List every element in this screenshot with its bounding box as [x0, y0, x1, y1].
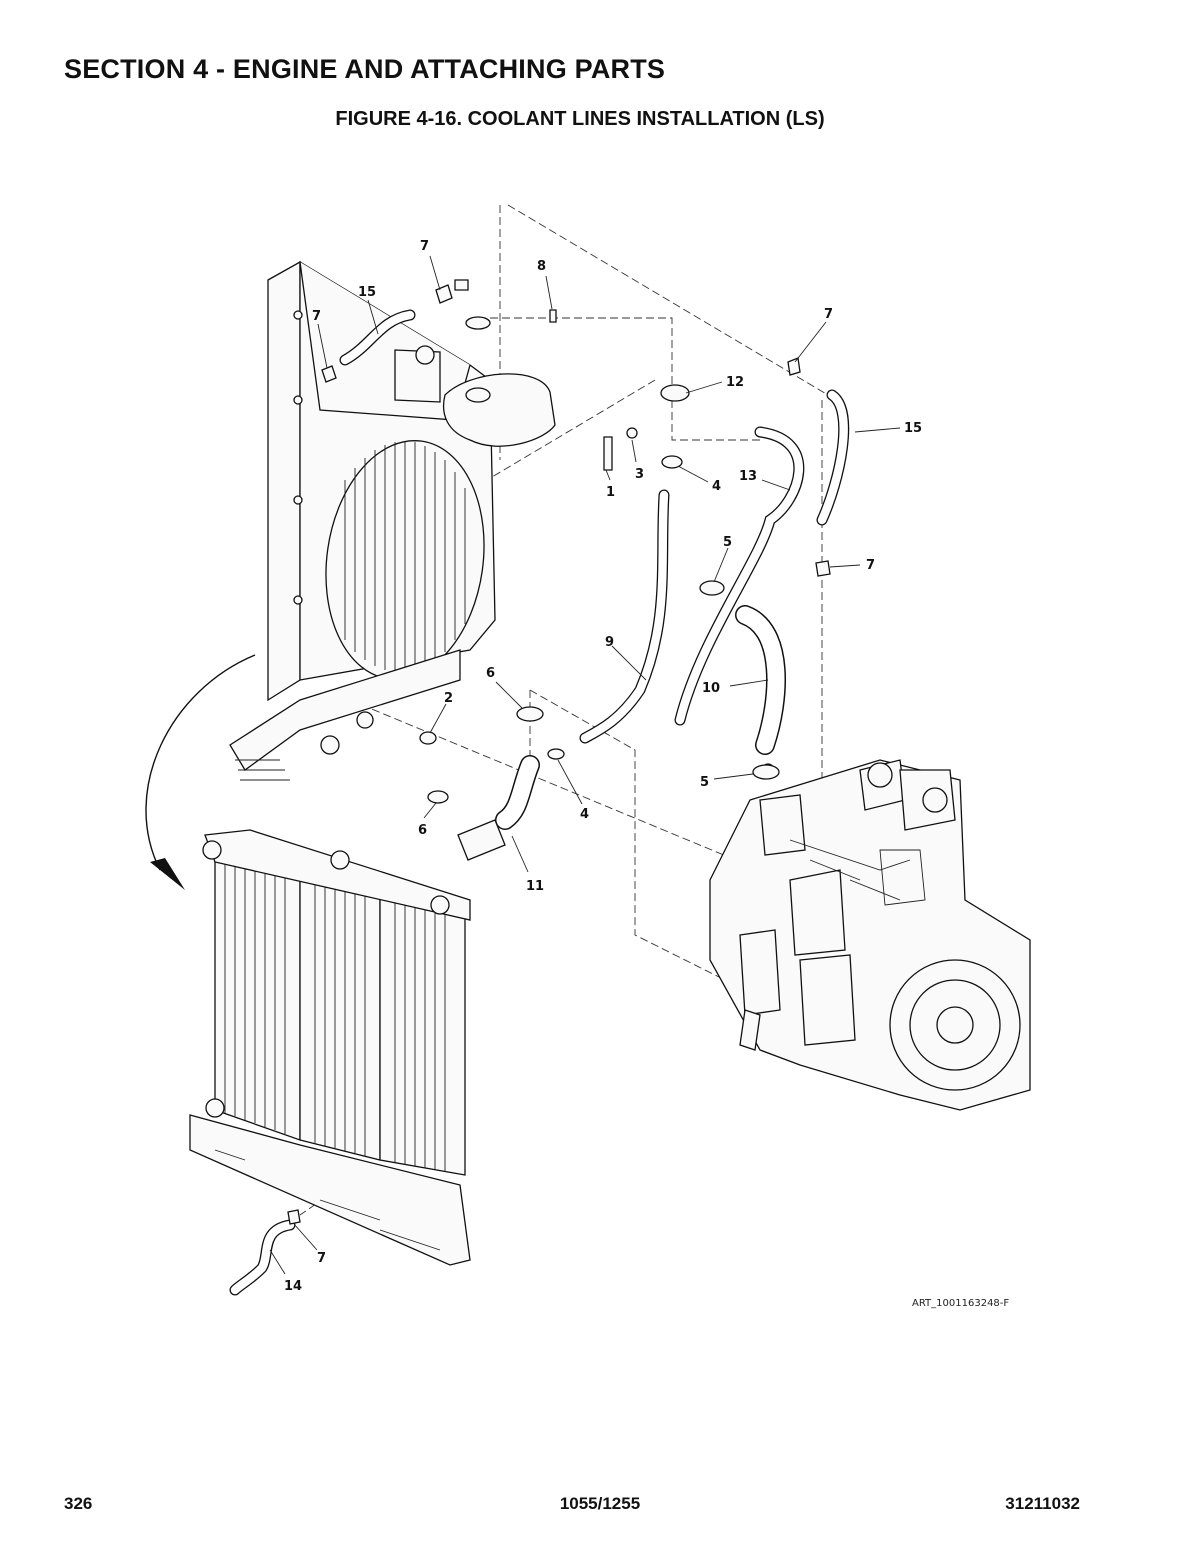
callout-11: 11: [526, 879, 544, 894]
callout-labels: 7 8 15 7 7 12 15 3 13 4 1 5 7 9 6 10 2 5…: [284, 239, 922, 1294]
callout-10: 10: [702, 681, 720, 696]
callout-5: 5: [700, 775, 709, 790]
section-title: SECTION 4 - ENGINE AND ATTACHING PARTS: [64, 54, 666, 84]
upper-radiator: [229, 260, 496, 781]
engine: [709, 759, 1031, 1111]
callout-6: 6: [486, 666, 495, 681]
callout-13: 13: [739, 469, 757, 484]
leader-lines: [269, 255, 901, 1275]
callout-2: 2: [444, 691, 453, 706]
callout-15: 15: [904, 421, 922, 436]
callout-12: 12: [726, 375, 744, 390]
overflow-tank: [443, 316, 556, 447]
callout-8: 8: [537, 259, 546, 274]
callout-7: 7: [317, 1251, 326, 1266]
callout-5: 5: [723, 535, 732, 550]
callout-7: 7: [866, 558, 875, 573]
callout-7: 7: [312, 309, 321, 324]
callout-14: 14: [284, 1279, 302, 1294]
callout-3: 3: [635, 467, 644, 482]
callout-7: 7: [824, 307, 833, 322]
callout-1: 1: [606, 485, 615, 500]
lower-radiator: [189, 829, 471, 1266]
page-number: 326: [64, 1494, 93, 1513]
callout-9: 9: [605, 635, 614, 650]
hoses: [229, 309, 850, 1296]
callout-15: 15: [358, 285, 376, 300]
figure-title: FIGURE 4-16. COOLANT LINES INSTALLATION …: [335, 108, 825, 130]
art-number: ART_1001163248-F: [912, 1298, 1009, 1309]
rotation-arrow: [145, 654, 256, 890]
callout-6: 6: [418, 823, 427, 838]
model-number: 1055/1255: [559, 1494, 641, 1513]
callout-4: 4: [712, 479, 721, 494]
callout-4: 4: [580, 807, 589, 822]
callout-7: 7: [420, 239, 429, 254]
small-hardware: [287, 279, 831, 1225]
manual-number: 31211032: [1005, 1494, 1080, 1513]
